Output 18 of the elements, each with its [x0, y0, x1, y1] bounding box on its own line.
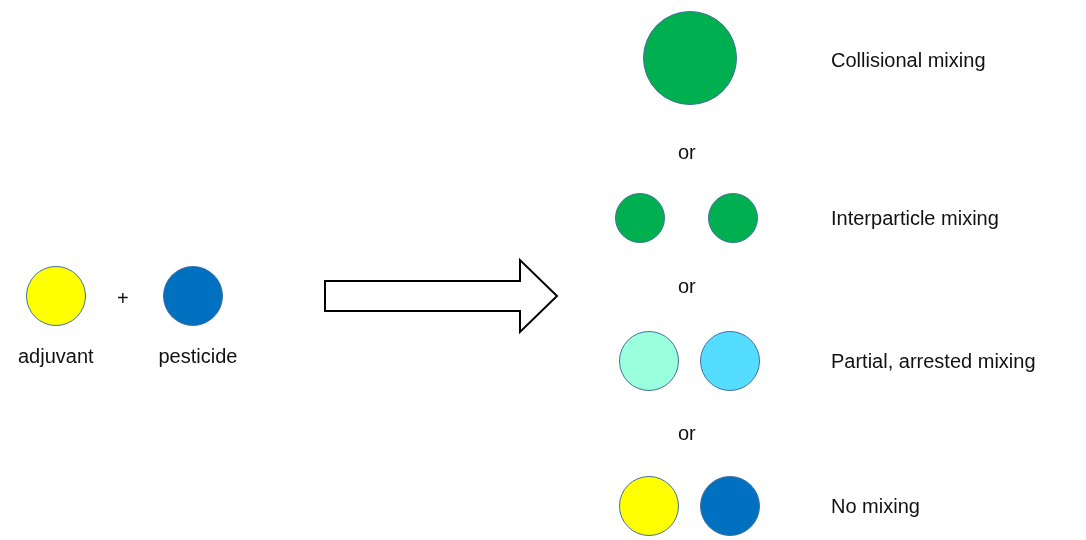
circle	[619, 476, 679, 536]
text-label: pesticide	[158, 344, 238, 368]
text-label: No mixing	[831, 494, 920, 518]
text-label: Interparticle mixing	[831, 206, 999, 230]
circle	[708, 193, 758, 243]
text-label: +	[117, 286, 129, 310]
circle	[619, 331, 679, 391]
text-label: adjuvant	[18, 344, 94, 368]
circle	[700, 476, 760, 536]
circle	[615, 193, 665, 243]
text-label: or	[678, 421, 696, 445]
circle	[163, 266, 223, 326]
circle	[26, 266, 86, 326]
text-label: Partial, arrested mixing	[831, 349, 1036, 373]
circle	[700, 331, 760, 391]
text-label: or	[678, 140, 696, 164]
text-label: or	[678, 274, 696, 298]
text-label: Collisional mixing	[831, 48, 986, 72]
